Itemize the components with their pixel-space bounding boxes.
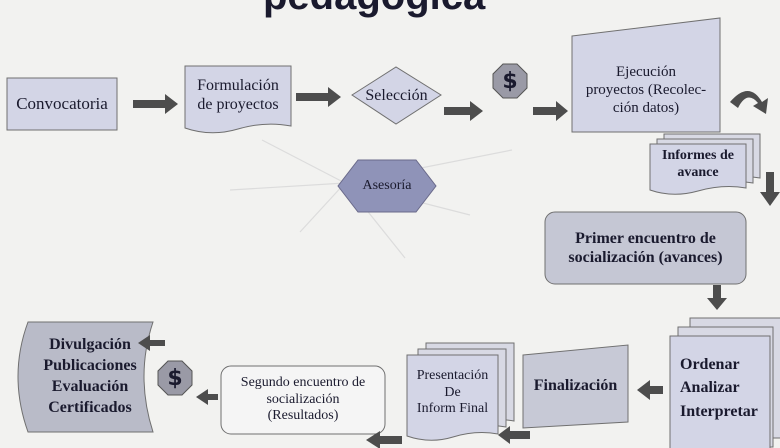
formulacion-label-1: Formulación xyxy=(197,76,279,94)
segundo-encuentro-label-2: socialización xyxy=(266,391,340,407)
segundo-encuentro-box xyxy=(220,365,386,435)
arrow-finalizacion-presentacion xyxy=(498,426,530,444)
segundo-encuentro-label-3: (Resultados) xyxy=(267,408,339,424)
dollar-sign-icon: $ xyxy=(167,365,183,391)
informes-node: Informes de avance xyxy=(650,144,746,186)
finalizacion-node: Finalización xyxy=(523,350,628,422)
money-octagon-bottom xyxy=(157,360,193,396)
ejecucion-node: Ejecución proyectos (Recolec- ción datos… xyxy=(572,48,720,132)
convocatoria-label: Convocatoria xyxy=(16,93,108,113)
ejecucion-label-3: ción datos) xyxy=(612,100,680,116)
divulgacion-node: Divulgación Publicaciones Evaluación Cer… xyxy=(30,322,150,432)
arrow-to-divulgacion xyxy=(138,335,165,351)
divulgacion-label-2: Publicaciones xyxy=(43,357,137,375)
convocatoria-box xyxy=(6,77,118,131)
informes-label-2: avance xyxy=(677,165,719,180)
presentacion-box xyxy=(406,354,499,441)
ordenar-node: Ordenar Analizar Interpretar xyxy=(670,336,770,440)
curved-arrow xyxy=(730,91,768,114)
formulacion-node: Formulación de proyectos xyxy=(185,66,291,124)
arrow-formulacion-seleccion xyxy=(296,87,341,107)
primer-encuentro-label-2: socialización (avances) xyxy=(568,249,723,266)
money-icon-top: $ xyxy=(493,64,527,98)
arrow-convocatoria-formulacion xyxy=(133,94,178,114)
ordenar-label-1: Ordenar xyxy=(680,356,740,374)
presentacion-label-2: De xyxy=(444,384,461,400)
primer-encuentro-label-1: Primer encuentro de xyxy=(575,229,716,247)
money-icon-bottom: $ xyxy=(158,361,192,395)
primer-encuentro-box xyxy=(544,211,747,285)
segundo-encuentro-label-1: Segundo encuentro de xyxy=(240,374,366,390)
presentacion-node: Presentación De Inform Final xyxy=(407,355,498,431)
formulacion-box xyxy=(184,65,292,134)
money-octagon-top xyxy=(492,63,528,99)
arrow-presentacion-segundo xyxy=(366,431,402,448)
informes-label-1: Informes de xyxy=(662,148,734,164)
finalizacion-label: Finalización xyxy=(533,377,618,395)
arrow-ordenar-finalizacion xyxy=(637,380,663,400)
divulgacion-label-3: Evaluación xyxy=(51,378,129,395)
divulgacion-label-4: Certificados xyxy=(48,398,132,416)
dollar-sign-icon: $ xyxy=(502,68,518,94)
diagram-title: pedagógica xyxy=(263,0,485,19)
ejecucion-label-1: Ejecución xyxy=(616,64,676,80)
ejecucion-box xyxy=(571,17,721,133)
seleccion-label: Selección xyxy=(365,86,428,104)
presentacion-label-3: Inform Final xyxy=(416,401,489,417)
asesoria-label: Asesoría xyxy=(362,177,412,193)
primer-encuentro-node: Primer encuentro de socialización (avanc… xyxy=(545,212,746,284)
finalizacion-box xyxy=(522,344,629,429)
presentacion-label-1: Presentación xyxy=(416,367,489,383)
arrow-down-primer xyxy=(707,285,727,310)
segundo-encuentro-node: Segundo encuentro de socialización (Resu… xyxy=(221,366,385,434)
arrow-money-ejecucion xyxy=(533,101,568,121)
ordenar-label-3: Interpretar xyxy=(680,402,758,420)
ordenar-box xyxy=(669,335,771,448)
arrow-segundo-money xyxy=(196,389,218,405)
asesoria-hexagon xyxy=(337,159,437,213)
diagram-title-text: pedagógica xyxy=(263,0,485,18)
arrow-seleccion-money xyxy=(444,101,483,121)
ordenar-label-2: Analizar xyxy=(680,379,740,397)
seleccion-diamond xyxy=(351,66,442,125)
formulacion-label-2: de proyectos xyxy=(197,96,279,113)
informes-box xyxy=(649,143,747,195)
divulgacion-label-1: Divulgación xyxy=(49,336,131,354)
ejecucion-label-2: proyectos (Recolec- xyxy=(585,82,707,98)
asesoria-node: Asesoría xyxy=(338,160,436,212)
seleccion-node: Selección xyxy=(352,67,441,124)
arrow-down-right xyxy=(760,172,780,206)
convocatoria-node: Convocatoria xyxy=(7,78,117,130)
